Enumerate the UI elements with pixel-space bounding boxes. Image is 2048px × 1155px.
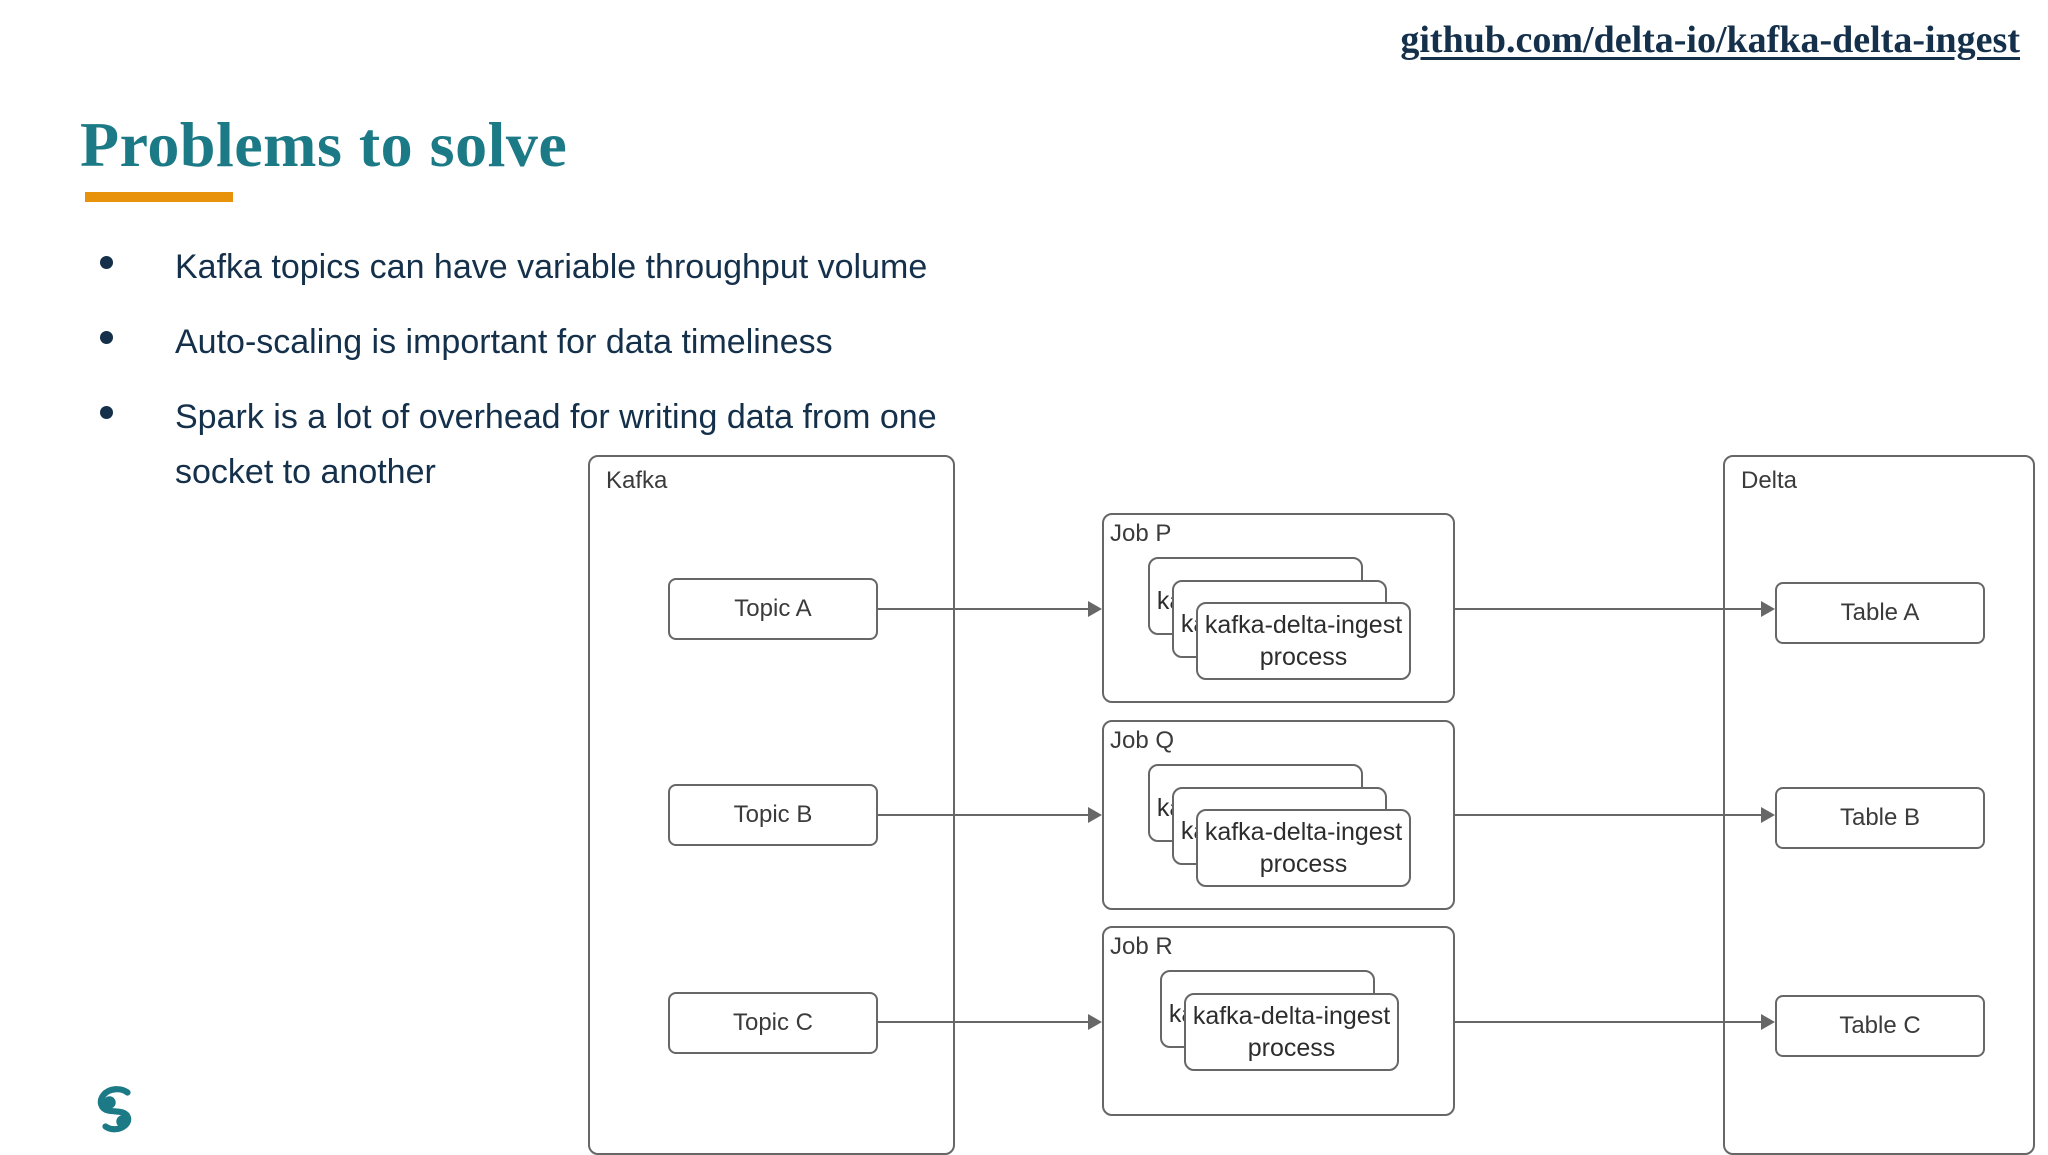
bullet-dot-icon	[100, 256, 113, 269]
arrowhead-icon	[1761, 807, 1775, 823]
process-label: kafka-delta-ingest process	[1168, 1000, 1367, 1060]
kafka-delta-ingest-process-box: kafka-delta-ingest process	[1148, 557, 1363, 647]
kafka-delta-ingest-process-box: kafka-delta-ingest process	[1172, 787, 1387, 877]
table-a-node: Table A	[1775, 582, 1985, 644]
bullet-text: Spark is a lot of overhead for writing d…	[175, 398, 937, 492]
kafka-delta-ingest-process-box: kafka-delta-ingest process	[1148, 764, 1363, 854]
arrowhead-icon	[1088, 807, 1102, 823]
table-b-label: Table B	[1839, 804, 1921, 831]
accent-bar	[85, 192, 233, 202]
edge-topic-c-to-job-r	[878, 1021, 1100, 1023]
arrowhead-icon	[1088, 1014, 1102, 1030]
topic-c-node: Topic C	[668, 992, 878, 1054]
process-label: kafka-delta-ingest process	[1204, 818, 1403, 878]
kafka-delta-ingest-process-box: kafka-delta-ingest process	[1196, 602, 1411, 680]
arrowhead-icon	[1088, 601, 1102, 617]
bullet-text: Kafka topics can have variable throughpu…	[175, 248, 928, 286]
job-p-container	[1102, 513, 1455, 703]
list-item: Spark is a lot of overhead for writing d…	[100, 390, 1030, 500]
process-label: kafka-delta-ingest process	[1180, 610, 1379, 670]
process-label: kafka-delta-ingest process	[1156, 794, 1355, 854]
job-q-container	[1102, 720, 1455, 910]
page-title: Problems to solve	[80, 108, 568, 180]
topic-a-node: Topic A	[668, 578, 878, 640]
table-b-node: Table B	[1775, 787, 1985, 849]
job-r-container	[1102, 926, 1455, 1116]
job-r-label: Job R	[1110, 933, 1173, 960]
bullet-dot-icon	[100, 331, 113, 345]
topic-b-node: Topic B	[668, 784, 878, 846]
arrowhead-icon	[1761, 601, 1775, 617]
kafka-delta-ingest-process-box: kafka-delta-ingest process	[1184, 993, 1399, 1071]
scribd-logo-icon	[97, 1086, 132, 1133]
edge-job-p-to-table-a	[1455, 608, 1761, 610]
kafka-delta-ingest-process-box: kafka-delta-ingest process	[1160, 970, 1375, 1060]
edge-topic-a-to-job-p	[878, 608, 1100, 610]
topic-b-label: Topic B	[733, 801, 813, 828]
table-c-label: Table C	[1839, 1012, 1921, 1039]
list-item: Kafka topics can have variable throughpu…	[100, 240, 1030, 295]
delta-container-label: Delta	[1741, 467, 1798, 494]
bullet-text: Auto-scaling is important for data timel…	[175, 323, 833, 362]
topic-c-label: Topic C	[732, 1009, 814, 1036]
process-label: kafka-delta-ingest process	[1204, 611, 1403, 671]
list-item: Auto-scaling is important for data timel…	[100, 315, 1030, 370]
topic-a-label: Topic A	[734, 595, 812, 622]
edge-job-r-to-table-c	[1455, 1021, 1761, 1023]
process-label: kafka-delta-ingest process	[1192, 1002, 1391, 1062]
table-c-node: Table C	[1775, 995, 1985, 1057]
process-label: kafka-delta-ingest process	[1180, 817, 1379, 877]
job-q-label: Job Q	[1110, 727, 1175, 754]
arrowhead-icon	[1761, 1014, 1775, 1030]
bullet-dot-icon	[100, 406, 113, 420]
delta-container	[1723, 455, 2035, 1155]
kafka-container	[588, 455, 955, 1155]
edge-topic-b-to-job-q	[878, 814, 1100, 816]
kafka-delta-ingest-process-box: kafka-delta-ingest process	[1172, 580, 1387, 670]
process-label: kafka-delta-ingest process	[1156, 587, 1355, 647]
table-a-label: Table A	[1840, 599, 1920, 626]
bullet-list: Kafka topics can have variable throughpu…	[100, 240, 1030, 520]
kafka-delta-ingest-process-box: kafka-delta-ingest process	[1196, 809, 1411, 887]
repo-link[interactable]: github.com/delta-io/kafka-delta-ingest	[1400, 19, 2020, 61]
edge-job-q-to-table-b	[1455, 814, 1761, 816]
job-p-label: Job P	[1110, 520, 1172, 547]
